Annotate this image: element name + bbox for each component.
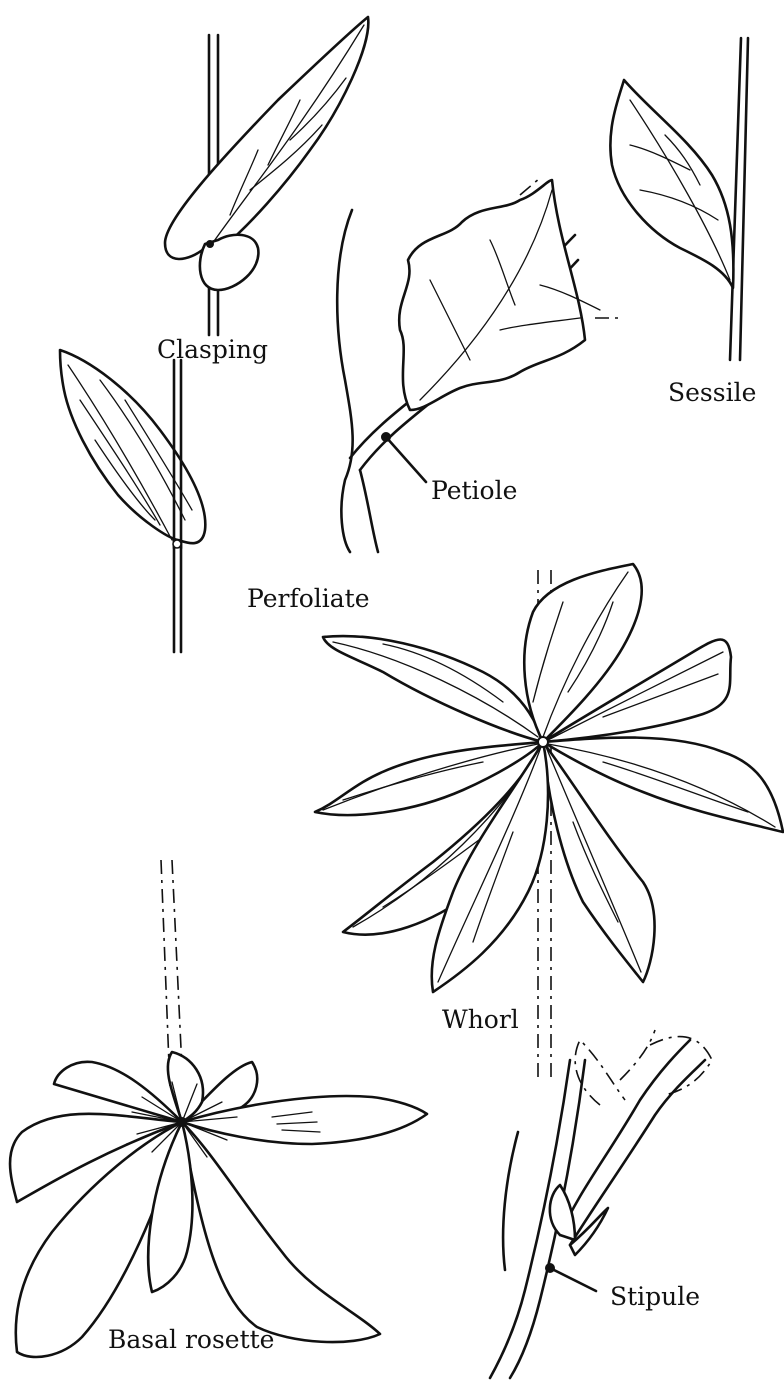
whorl-label: Whorl: [442, 1005, 519, 1034]
perfoliate-figure: Perfoliate: [60, 350, 370, 652]
whorl-figure: Whorl: [315, 564, 783, 1080]
perfoliate-label: Perfoliate: [247, 584, 370, 613]
petiole-figure: Petiole: [337, 178, 620, 552]
basal-rosette-label: Basal rosette: [108, 1325, 274, 1354]
stipule-label: Stipule: [610, 1282, 700, 1311]
stipule-figure: Stipule: [490, 1030, 712, 1378]
sessile-label: Sessile: [668, 378, 756, 407]
sessile-figure: Sessile: [610, 38, 756, 407]
petiole-label: Petiole: [431, 476, 517, 505]
